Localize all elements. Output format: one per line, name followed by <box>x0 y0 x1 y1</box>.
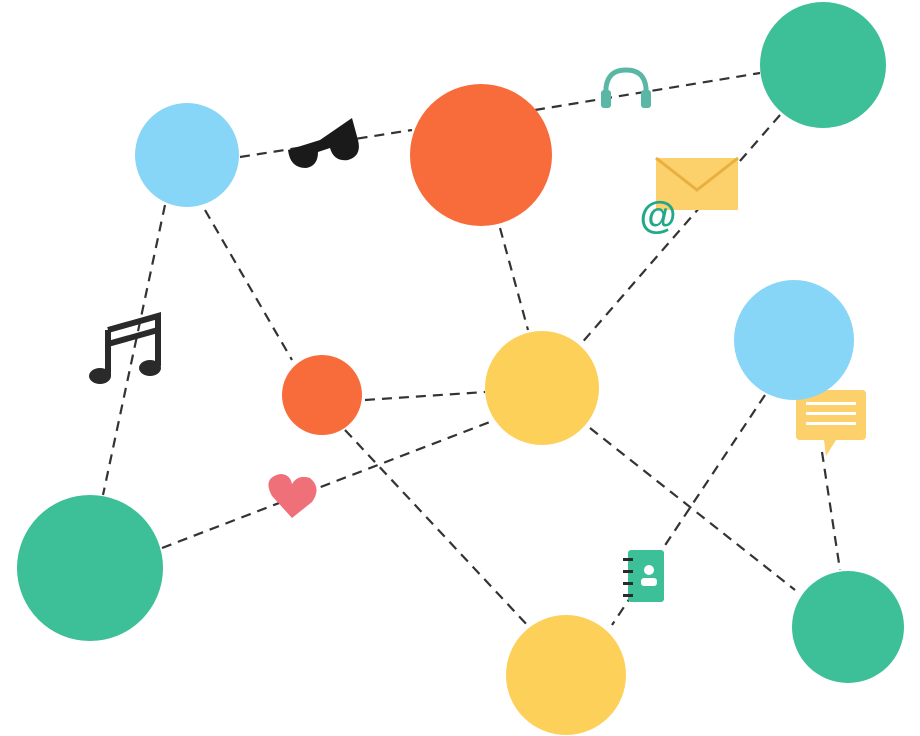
envelope-icon <box>655 156 739 210</box>
icons: @ <box>89 67 866 602</box>
heart-icon <box>268 474 317 518</box>
person-avatar-woman-dark[interactable] <box>792 571 904 683</box>
person-avatar-man-vest[interactable] <box>135 103 239 207</box>
people <box>17 2 904 735</box>
address-book-icon <box>623 550 664 602</box>
at-sign-icon: @ <box>639 195 676 237</box>
music-note-icon <box>89 312 161 384</box>
connection-line <box>534 71 761 112</box>
person-avatar-woman-short[interactable] <box>282 355 362 435</box>
svg-text:@: @ <box>639 195 676 237</box>
connection-line <box>820 451 842 571</box>
connection-line <box>344 429 531 629</box>
speech-bubble-icon <box>796 390 866 456</box>
connection-line <box>204 209 293 361</box>
person-avatar-man-glasses[interactable] <box>17 495 163 641</box>
sunglasses-icon <box>288 118 359 168</box>
person-avatar-woman-collar[interactable] <box>760 2 886 128</box>
headphones-icon <box>601 67 651 108</box>
connection-line <box>364 390 486 402</box>
person-avatar-woman-bun[interactable] <box>410 84 552 226</box>
person-avatar-woman-braid[interactable] <box>734 280 854 400</box>
connection-line <box>161 418 496 550</box>
person-avatar-man-tie[interactable] <box>485 331 599 445</box>
connection-line <box>101 204 167 496</box>
connection-line <box>498 227 530 331</box>
connection-line <box>589 427 796 591</box>
person-avatar-woman-headband[interactable] <box>506 615 626 735</box>
